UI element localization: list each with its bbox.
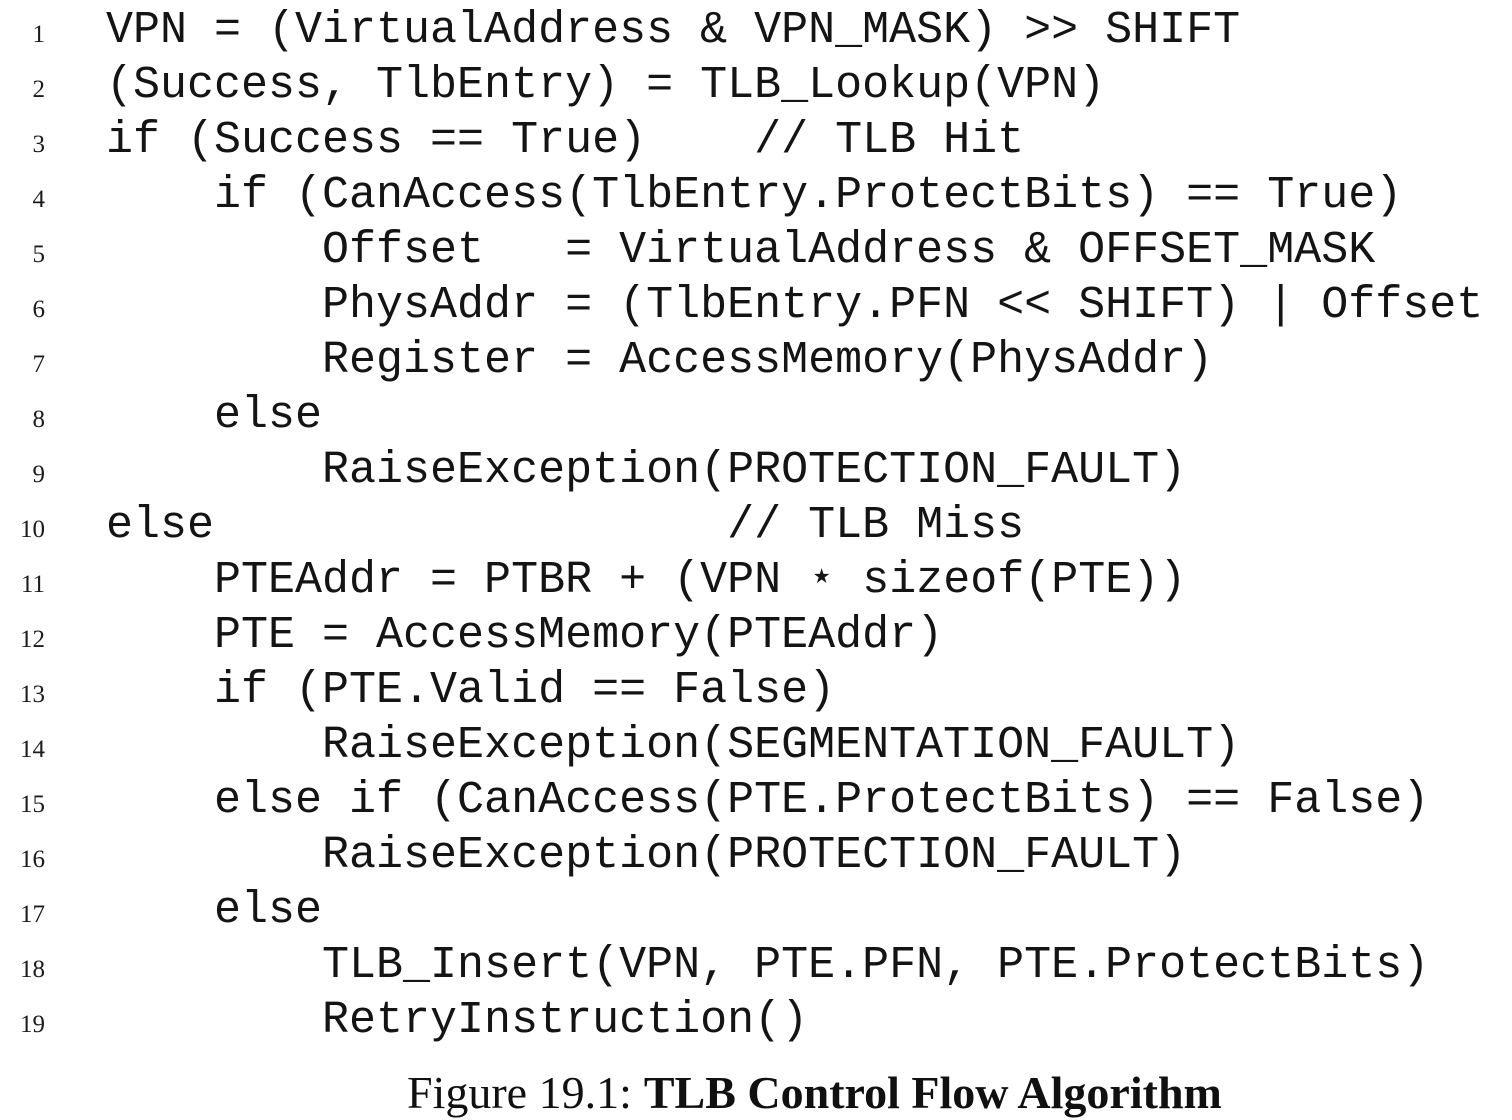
code-line: 4 if (CanAccess(TlbEntry.ProtectBits) ==… [0,170,1512,225]
code-line: 16 RaiseException(PROTECTION_FAULT) [0,830,1512,885]
code-text: Offset = VirtualAddress & OFFSET_MASK [106,225,1376,276]
code-text: VPN = (VirtualAddress & VPN_MASK) >> SHI… [106,5,1241,56]
code-text: if (PTE.Valid == False) [106,665,836,716]
line-number: 8 [32,406,46,433]
code-line: 14 RaiseException(SEGMENTATION_FAULT) [0,720,1512,775]
code-text: Register = AccessMemory(PhysAddr) [106,335,1214,386]
line-number: 18 [20,956,45,983]
line-number: 7 [32,351,46,378]
line-number: 1 [32,21,46,48]
line-number: 2 [32,76,46,103]
code-line: 3 if (Success == True) // TLB Hit [0,115,1512,170]
code-line: 8 else [0,390,1512,445]
code-text: RaiseException(PROTECTION_FAULT) [106,830,1187,881]
code-text: RaiseException(PROTECTION_FAULT) [106,445,1187,496]
code-text: PhysAddr = (TlbEntry.PFN << SHIFT) | Off… [106,280,1484,331]
line-number: 17 [20,901,45,928]
code-line: 2 (Success, TlbEntry) = TLB_Lookup(VPN) [0,60,1512,115]
code-text: if (Success == True) // TLB Hit [106,115,1025,166]
code-line: 15 else if (CanAccess(PTE.ProtectBits) =… [0,775,1512,830]
code-line: 13 if (PTE.Valid == False) [0,665,1512,720]
line-number: 12 [20,626,45,653]
code-text: else [106,390,323,441]
code-line: 7 Register = AccessMemory(PhysAddr) [0,335,1512,390]
code-text: PTE = AccessMemory(PTEAddr) [106,610,944,661]
line-number: 3 [32,131,46,158]
figure-caption-title: TLB Control Flow Algorithm [643,1067,1222,1118]
code-line: 9 RaiseException(PROTECTION_FAULT) [0,445,1512,500]
line-number: 6 [32,296,46,323]
line-number: 15 [20,791,45,818]
line-number: 19 [20,1011,45,1038]
code-line: 12 PTE = AccessMemory(PTEAddr) [0,610,1512,665]
code-text: PTEAddr = PTBR + (VPN ⋆ sizeof(PTE)) [106,555,1187,606]
figure-caption-number: Figure 19.1: [407,1067,632,1118]
line-number: 5 [32,241,46,268]
line-number: 14 [20,736,45,763]
figure-caption: Figure 19.1:TLB Control Flow Algorithm [407,1066,1512,1120]
code-line: 17 else [0,885,1512,940]
code-line: 1 VPN = (VirtualAddress & VPN_MASK) >> SH… [0,5,1512,60]
code-line: 10 else // TLB Miss [0,500,1512,555]
code-listing: 1 VPN = (VirtualAddress & VPN_MASK) >> SH… [0,5,1512,1050]
code-text: else [106,885,323,936]
code-line: 18 TLB_Insert(VPN, PTE.PFN, PTE.ProtectB… [0,940,1512,995]
code-text: (Success, TlbEntry) = TLB_Lookup(VPN) [106,60,1106,111]
line-number: 13 [20,681,45,708]
line-number: 16 [20,846,45,873]
code-text: if (CanAccess(TlbEntry.ProtectBits) == T… [106,170,1403,221]
code-text: TLB_Insert(VPN, PTE.PFN, PTE.ProtectBits… [106,940,1430,991]
code-line: 19 RetryInstruction() [0,995,1512,1050]
code-text: RaiseException(SEGMENTATION_FAULT) [106,720,1241,771]
code-line: 6 PhysAddr = (TlbEntry.PFN << SHIFT) | O… [0,280,1512,335]
line-number: 11 [20,571,45,598]
code-text: else // TLB Miss [106,500,1025,551]
line-number: 9 [32,461,46,488]
code-line: 5 Offset = VirtualAddress & OFFSET_MASK [0,225,1512,280]
line-number: 4 [32,186,46,213]
line-number: 10 [20,516,45,543]
code-text: RetryInstruction() [106,995,809,1046]
code-text: else if (CanAccess(PTE.ProtectBits) == F… [106,775,1430,826]
code-line: 11 PTEAddr = PTBR + (VPN ⋆ sizeof(PTE)) [0,555,1512,610]
